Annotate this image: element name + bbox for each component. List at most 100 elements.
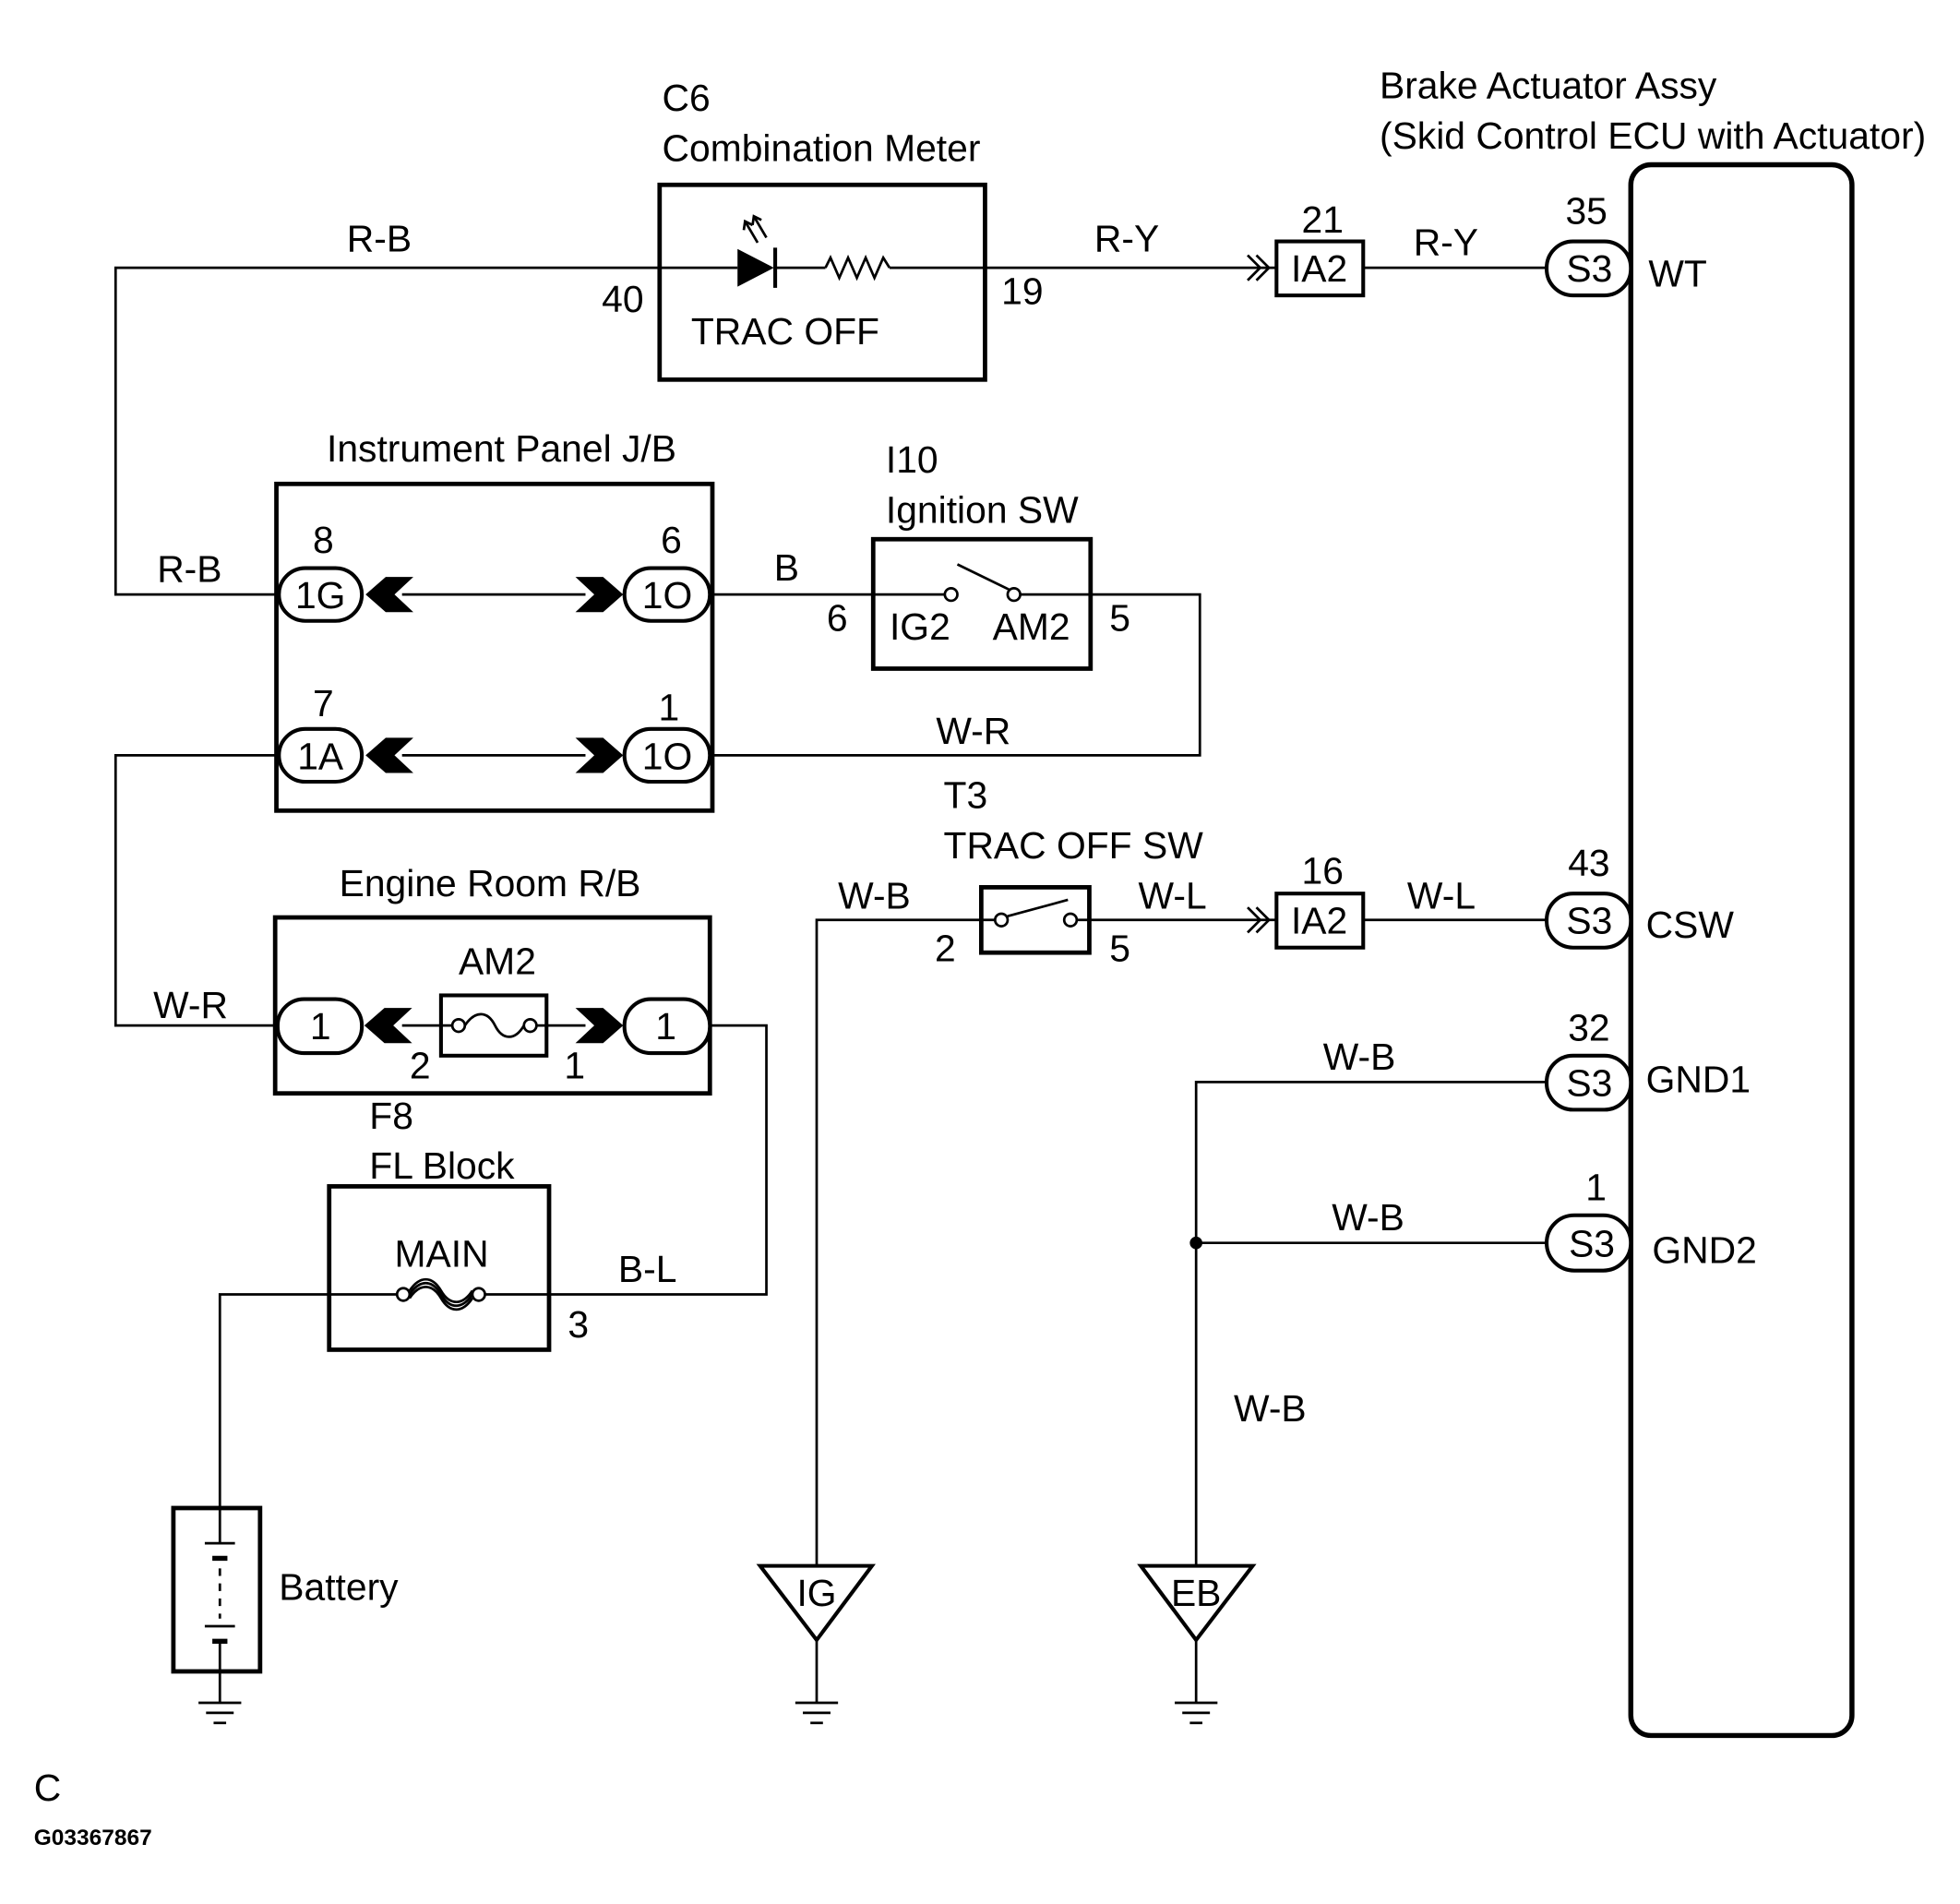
switch-contact-icon	[943, 586, 959, 603]
engine-room-rb-box	[272, 915, 712, 1096]
jb-connector-pin: 6	[661, 519, 682, 561]
ecu-signal-gnd2: GND2	[1652, 1228, 1756, 1271]
ignition-switch: I10 Ignition SW IG2 AM2 6 5	[827, 438, 1130, 671]
junction-connector-ia2-21: 21 IA2	[1247, 198, 1366, 298]
ecu-connector-label: S3	[1569, 1223, 1615, 1265]
switch-blade-icon	[956, 563, 1010, 591]
fuse-contact-icon	[450, 1017, 467, 1034]
splice-point	[1189, 1236, 1202, 1250]
ignition-pin-in: 6	[827, 597, 848, 640]
wire-label-gnd1: W-B	[1323, 1036, 1396, 1078]
ecu-connector-label: S3	[1566, 1061, 1612, 1104]
ignition-terminal-ig2: IG2	[890, 605, 950, 648]
fl-block-name: FL Block	[369, 1144, 515, 1187]
ground-point-label: IG	[796, 1572, 836, 1614]
wire-label-meter-to-ia2: R-Y	[1094, 217, 1159, 259]
female-terminal-icon	[575, 737, 624, 773]
wire-label-am2-to-jb: W-R	[936, 710, 1010, 752]
inline-connector-icon	[1247, 906, 1262, 934]
switch-contact-icon	[1006, 586, 1022, 603]
wire-label-to-eb: W-B	[1234, 1387, 1307, 1430]
ignition-pin-out: 5	[1109, 597, 1130, 640]
fl-block-code: F8	[369, 1095, 413, 1137]
junction-connector-label: IA2	[1291, 247, 1347, 290]
ground-point-triangle	[1137, 1563, 1257, 1644]
ground-point-ig: IG	[756, 1563, 876, 1725]
switch-contact-icon	[993, 912, 1010, 928]
section-letter: C	[34, 1766, 62, 1809]
inline-connector-icon	[1255, 254, 1272, 281]
jb-connector-1o-top	[622, 566, 712, 623]
ecu-signal-csw: CSW	[1646, 904, 1735, 946]
ecu-pin-wt: 35	[1565, 189, 1607, 232]
combination-meter-code: C6	[663, 77, 711, 119]
ignition-switch-box	[870, 536, 1094, 671]
ecu-connector-gnd2	[1545, 1213, 1633, 1273]
ecu-signal-wt: WT	[1648, 253, 1706, 295]
trac-off-switch-pin-out: 5	[1109, 928, 1130, 970]
fusible-link-icon	[408, 1277, 474, 1304]
trac-off-switch-box	[978, 884, 1092, 955]
wire-b-l-rb-to-fl	[484, 1024, 768, 1296]
combination-meter-box	[657, 182, 987, 382]
trac-off-switch-name: TRAC OFF SW	[944, 824, 1204, 867]
fusible-link-contact-icon	[395, 1287, 412, 1302]
am2-fuse-pin-right: 1	[564, 1044, 585, 1086]
wire-w-b-sw-to-ig-ground	[815, 918, 996, 1566]
am2-fuse-label: AM2	[459, 940, 536, 982]
jb-connector-label: 1O	[642, 735, 692, 777]
fusible-link-icon	[408, 1281, 474, 1308]
female-terminal-icon	[575, 1008, 624, 1044]
ground-battery	[198, 1701, 242, 1725]
am2-fuse-pin-left: 2	[410, 1044, 431, 1086]
ecu-signal-gnd1: GND1	[1646, 1058, 1751, 1100]
switch-blade-icon	[1007, 898, 1069, 918]
instrument-panel-jb: Instrument Panel J/B 8 1G 6 1O 7 1A 1 1O	[274, 427, 715, 813]
ecu-name: Brake Actuator Assy	[1380, 64, 1717, 106]
rb-connector-right	[622, 997, 712, 1056]
rb-connector-left-label: 1	[310, 1005, 331, 1048]
jb-connector-1o-bottom	[622, 726, 712, 784]
trac-off-switch-code: T3	[944, 774, 988, 817]
jb-connector-pin: 7	[313, 682, 334, 724]
inline-connector-icon	[1255, 906, 1272, 934]
wire-label-jb-to-ig2: B	[774, 546, 799, 589]
wire-label-sw-to-ia2: W-L	[1139, 875, 1207, 917]
led-diode-icon	[737, 248, 774, 287]
jb-connector-pin: 8	[313, 519, 334, 561]
ignition-switch-name: Ignition SW	[886, 489, 1079, 532]
junction-connector-pin: 21	[1302, 198, 1344, 241]
jb-connector-pin: 1	[658, 686, 679, 728]
female-terminal-icon	[365, 737, 413, 773]
wire-w-r-am2-to-jb	[710, 593, 1201, 757]
fusible-link-contact-icon	[471, 1287, 486, 1302]
ground-point-triangle	[756, 1563, 876, 1644]
ecu-connector-label: S3	[1566, 247, 1612, 290]
ignition-terminal-am2: AM2	[993, 605, 1070, 648]
junction-connector-box	[1274, 239, 1366, 298]
wire-fl-to-battery	[218, 1293, 398, 1544]
wire-label-fl-to-rb: B-L	[618, 1248, 677, 1290]
jb-connector-label: 1A	[297, 735, 344, 777]
switch-contact-icon	[1062, 912, 1079, 928]
ecu-connector-gnd1	[1545, 1053, 1633, 1112]
wire-label-ia2-to-csw: W-L	[1407, 875, 1476, 917]
combination-meter-name: Combination Meter	[663, 126, 981, 169]
led-light-arrowhead-icon	[742, 219, 754, 231]
junction-connector-box	[1274, 892, 1366, 950]
led-light-arrowhead-icon	[751, 214, 762, 226]
wire-label-jb-to-rb: W-R	[153, 984, 228, 1026]
wire-label-jb-to-meter: R-B	[157, 548, 221, 591]
wire-w-b-gnd1-to-eb	[1194, 1081, 1548, 1566]
wire-label-gnd2: W-B	[1332, 1196, 1404, 1239]
inline-connector-icon	[1247, 254, 1262, 281]
ecu-connector-csw	[1545, 892, 1633, 950]
wire-label-ia2-to-wt: R-Y	[1414, 222, 1478, 264]
junction-connector-label: IA2	[1291, 900, 1347, 942]
figure-id: G03367867	[34, 1826, 152, 1850]
ecu-pin-csw: 43	[1568, 842, 1609, 884]
ecu-pin-gnd2: 1	[1585, 1166, 1607, 1208]
engine-room-rb: Engine Room R/B 1 1 AM2 2 1	[272, 862, 712, 1096]
trac-off-switch-pin-in: 2	[935, 928, 956, 970]
